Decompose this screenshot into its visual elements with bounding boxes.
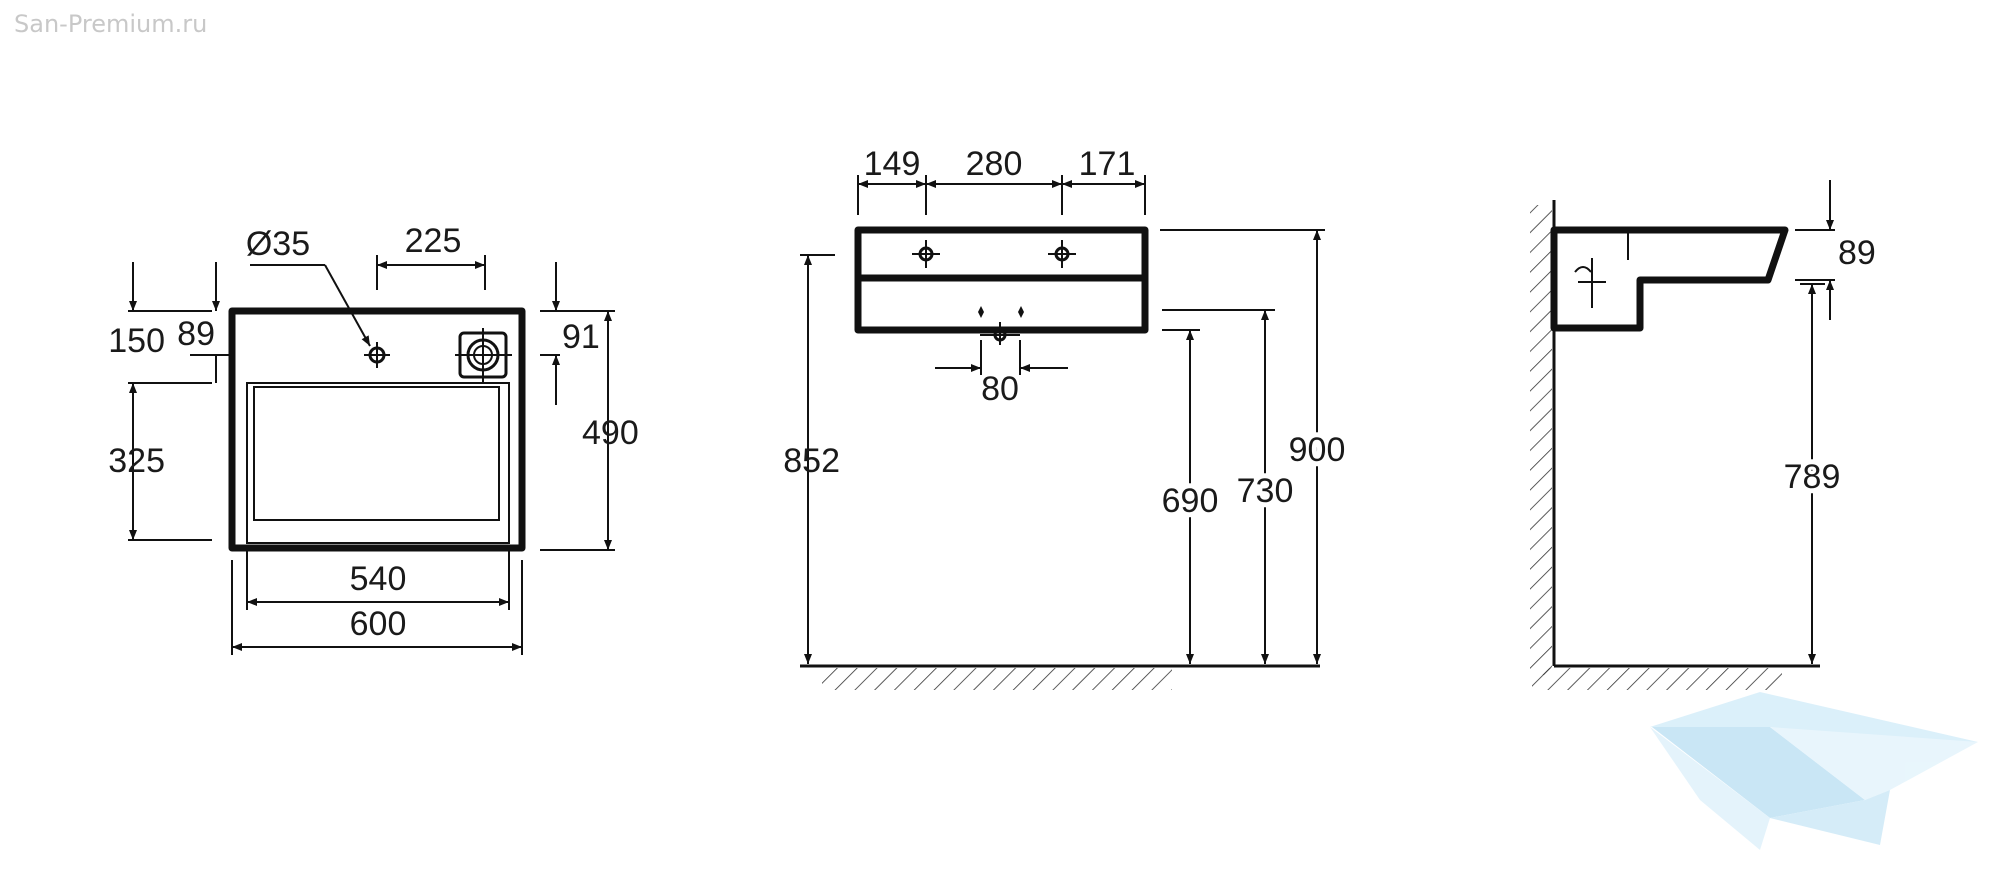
dim-149: 149	[864, 145, 921, 183]
tap-hole-left	[912, 240, 940, 268]
dim-690: 690	[1162, 482, 1219, 520]
dim-600: 600	[350, 605, 407, 643]
floor-hatch-front	[822, 668, 1172, 690]
basin-bowl-outer	[246, 382, 510, 544]
dim-852: 852	[783, 442, 840, 480]
dim-490: 490	[582, 414, 639, 452]
dim-91: 91	[562, 318, 600, 356]
dim-hole-diameter: Ø35	[246, 225, 310, 263]
waste-fitting	[978, 306, 1024, 345]
tap-hole-right	[1048, 240, 1076, 268]
basin-bowl-inner	[253, 386, 500, 521]
watermark-text: San-Premium.ru	[14, 10, 207, 38]
wall-hatch	[1530, 205, 1552, 675]
dim-900: 900	[1289, 431, 1346, 469]
dim-789: 789	[1784, 458, 1841, 496]
floor-hatch-side	[1532, 668, 1782, 690]
dim-540: 540	[350, 560, 407, 598]
side-view: 89 789	[1530, 180, 1876, 690]
dim-89-top: 89	[177, 315, 215, 353]
basin-outline-front	[854, 226, 1149, 334]
dim-89-side: 89	[1838, 234, 1876, 272]
basin-profile-side	[1550, 226, 1789, 332]
basin-outline-top	[228, 307, 526, 552]
dim-150: 150	[108, 322, 165, 360]
dim-171: 171	[1079, 145, 1136, 183]
dim-280: 280	[966, 145, 1023, 183]
top-view: Ø35 225 150 89 325 91 490 54	[108, 222, 639, 655]
dim-225: 225	[405, 222, 462, 260]
bird-logo-icon	[1650, 692, 1978, 850]
front-view: 149 280 171 80 852 690 730 900	[783, 145, 1350, 690]
dim-80: 80	[981, 370, 1019, 408]
dim-325: 325	[108, 442, 165, 480]
dim-730: 730	[1237, 472, 1294, 510]
